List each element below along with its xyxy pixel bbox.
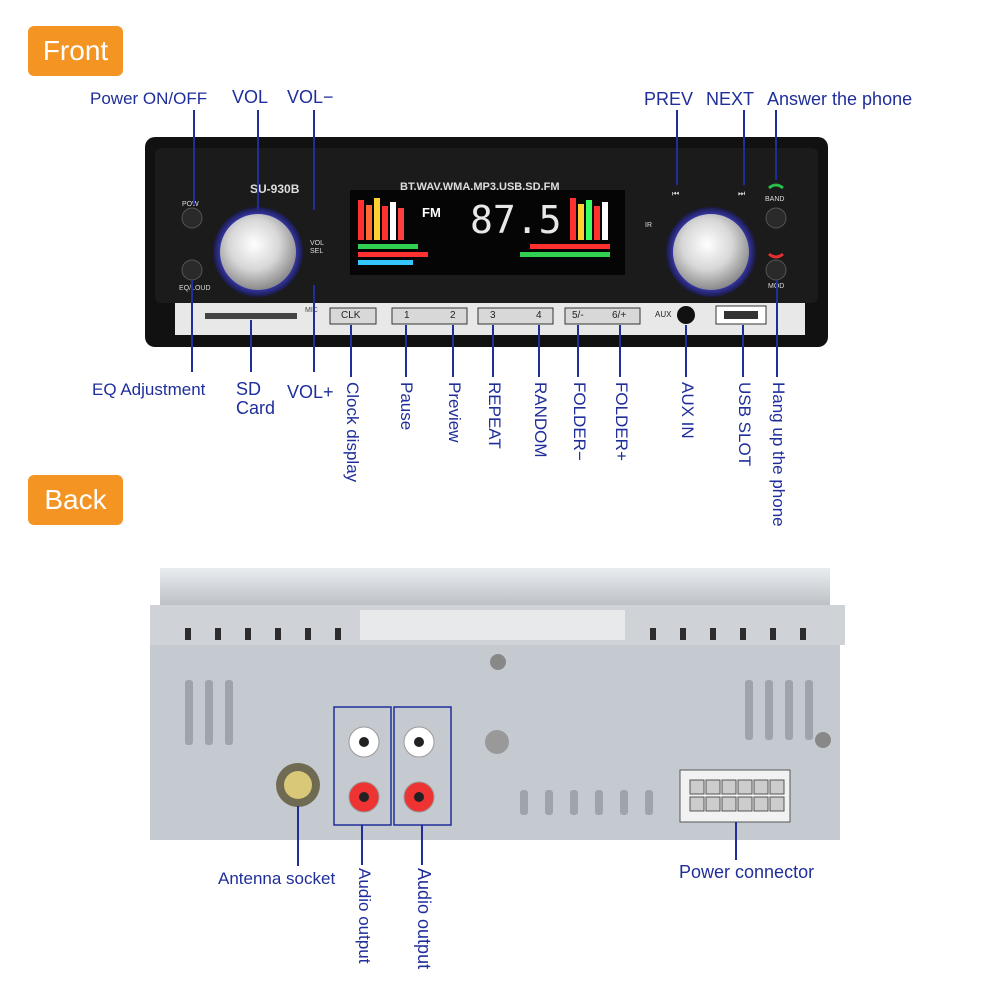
btn5-text: 5/- [572,310,584,321]
back-tag-text: Back [44,484,107,515]
lcd-eq-left [358,198,428,265]
label-vol-plus: VOL+ [287,382,334,402]
callout-line-power-conn [735,822,737,860]
label-vol-minus: VOL− [287,87,334,107]
mic-text: MIC [305,307,318,314]
lcd-frequency: 87.5 [470,198,562,242]
mod-button [765,259,787,281]
label-eq: EQ Adjustment [92,380,206,399]
callout-line-vol [257,110,259,210]
callout-line-hangup [776,280,778,377]
band-button [765,207,787,229]
callout-line-preview [452,325,454,377]
label-folder-minus: FOLDER− [570,382,589,461]
lcd-band-text: FM [422,205,441,220]
callout-line-power [193,110,195,205]
label-next: NEXT [706,89,755,109]
formats-text: BT.WAV.WMA.MP3.USB.SD.FM [400,181,560,193]
label-aux-in: AUX IN [678,382,697,439]
back-panel [150,568,845,840]
btn1-text: 1 [404,310,410,321]
label-power-connector: Power connector [679,862,815,882]
callout-line-clock [350,325,352,377]
eq-loud-text: EQ/LOUD [179,285,211,292]
callout-line-folder-minus [577,325,579,377]
clk-text: CLK [341,310,361,321]
callout-line-next [743,110,745,185]
label-audio-output-2: Audio output [414,868,434,970]
callout-line-audio-1 [361,825,363,865]
label-usb-slot: USB SLOT [735,382,754,467]
model-text: SU-930B [250,182,300,196]
btn3-text: 3 [490,310,496,321]
pow-text: POW [182,201,199,208]
label-sd-2: Card [236,398,276,418]
callout-line-audio-2 [421,825,423,865]
label-vol: VOL [232,87,269,107]
callout-line-folder-plus [619,325,621,377]
callout-line-eq [191,280,193,372]
callout-line-antenna [297,806,299,866]
label-answer: Answer the phone [767,89,913,109]
callout-line-random [538,325,540,377]
callout-line-usb [742,325,744,377]
label-repeat: REPEAT [485,382,504,449]
callout-line-sd [250,320,252,372]
vol-sel-text: VOL SEL [310,240,324,255]
btn6-text: 6/+ [612,310,627,321]
front-tag-text: Front [42,35,109,66]
preset-buttons [329,307,641,325]
pow-button [181,207,203,229]
front-panel: ⏮ ⏭ [145,137,828,347]
aux-text: AUX [655,310,672,319]
callout-line-pause [405,325,407,377]
label-folder-plus: FOLDER+ [612,382,631,461]
sd-slot [205,313,297,319]
label-random: RANDOM [531,382,550,458]
answer-phone-icon [768,183,784,190]
callout-line-aux [685,325,687,377]
eq-loud-button [181,259,203,281]
band-text: BAND [765,196,785,203]
callout-line-vol-plus [313,285,315,372]
label-audio-output-1: Audio output [355,868,374,964]
tune-knob [673,214,749,290]
label-prev: PREV [644,89,694,109]
ir-text: IR [645,222,652,229]
lcd-eq-right [520,198,610,257]
svg-text:⏮: ⏮ [672,189,679,198]
svg-text:⏭: ⏭ [738,189,745,198]
vol-knob [220,214,296,290]
callout-line-vol-minus [313,110,315,210]
btn4-text: 4 [536,310,542,321]
btn2-text: 2 [450,310,456,321]
callout-line-prev [676,110,678,185]
label-preview: Preview [445,382,464,443]
back-tag: Back [28,475,123,525]
hangup-phone-icon [768,252,784,259]
front-tag: Front [28,26,123,76]
aux-jack [677,306,695,324]
label-power: Power ON/OFF [90,89,208,108]
label-antenna: Antenna socket [218,869,336,888]
label-clock: Clock display [343,382,362,483]
label-hang-up: Hang up the phone [769,382,788,527]
callout-line-repeat [492,325,494,377]
label-sd-1: SD [236,379,262,399]
label-pause: Pause [397,382,416,431]
callout-line-answer [775,110,777,180]
